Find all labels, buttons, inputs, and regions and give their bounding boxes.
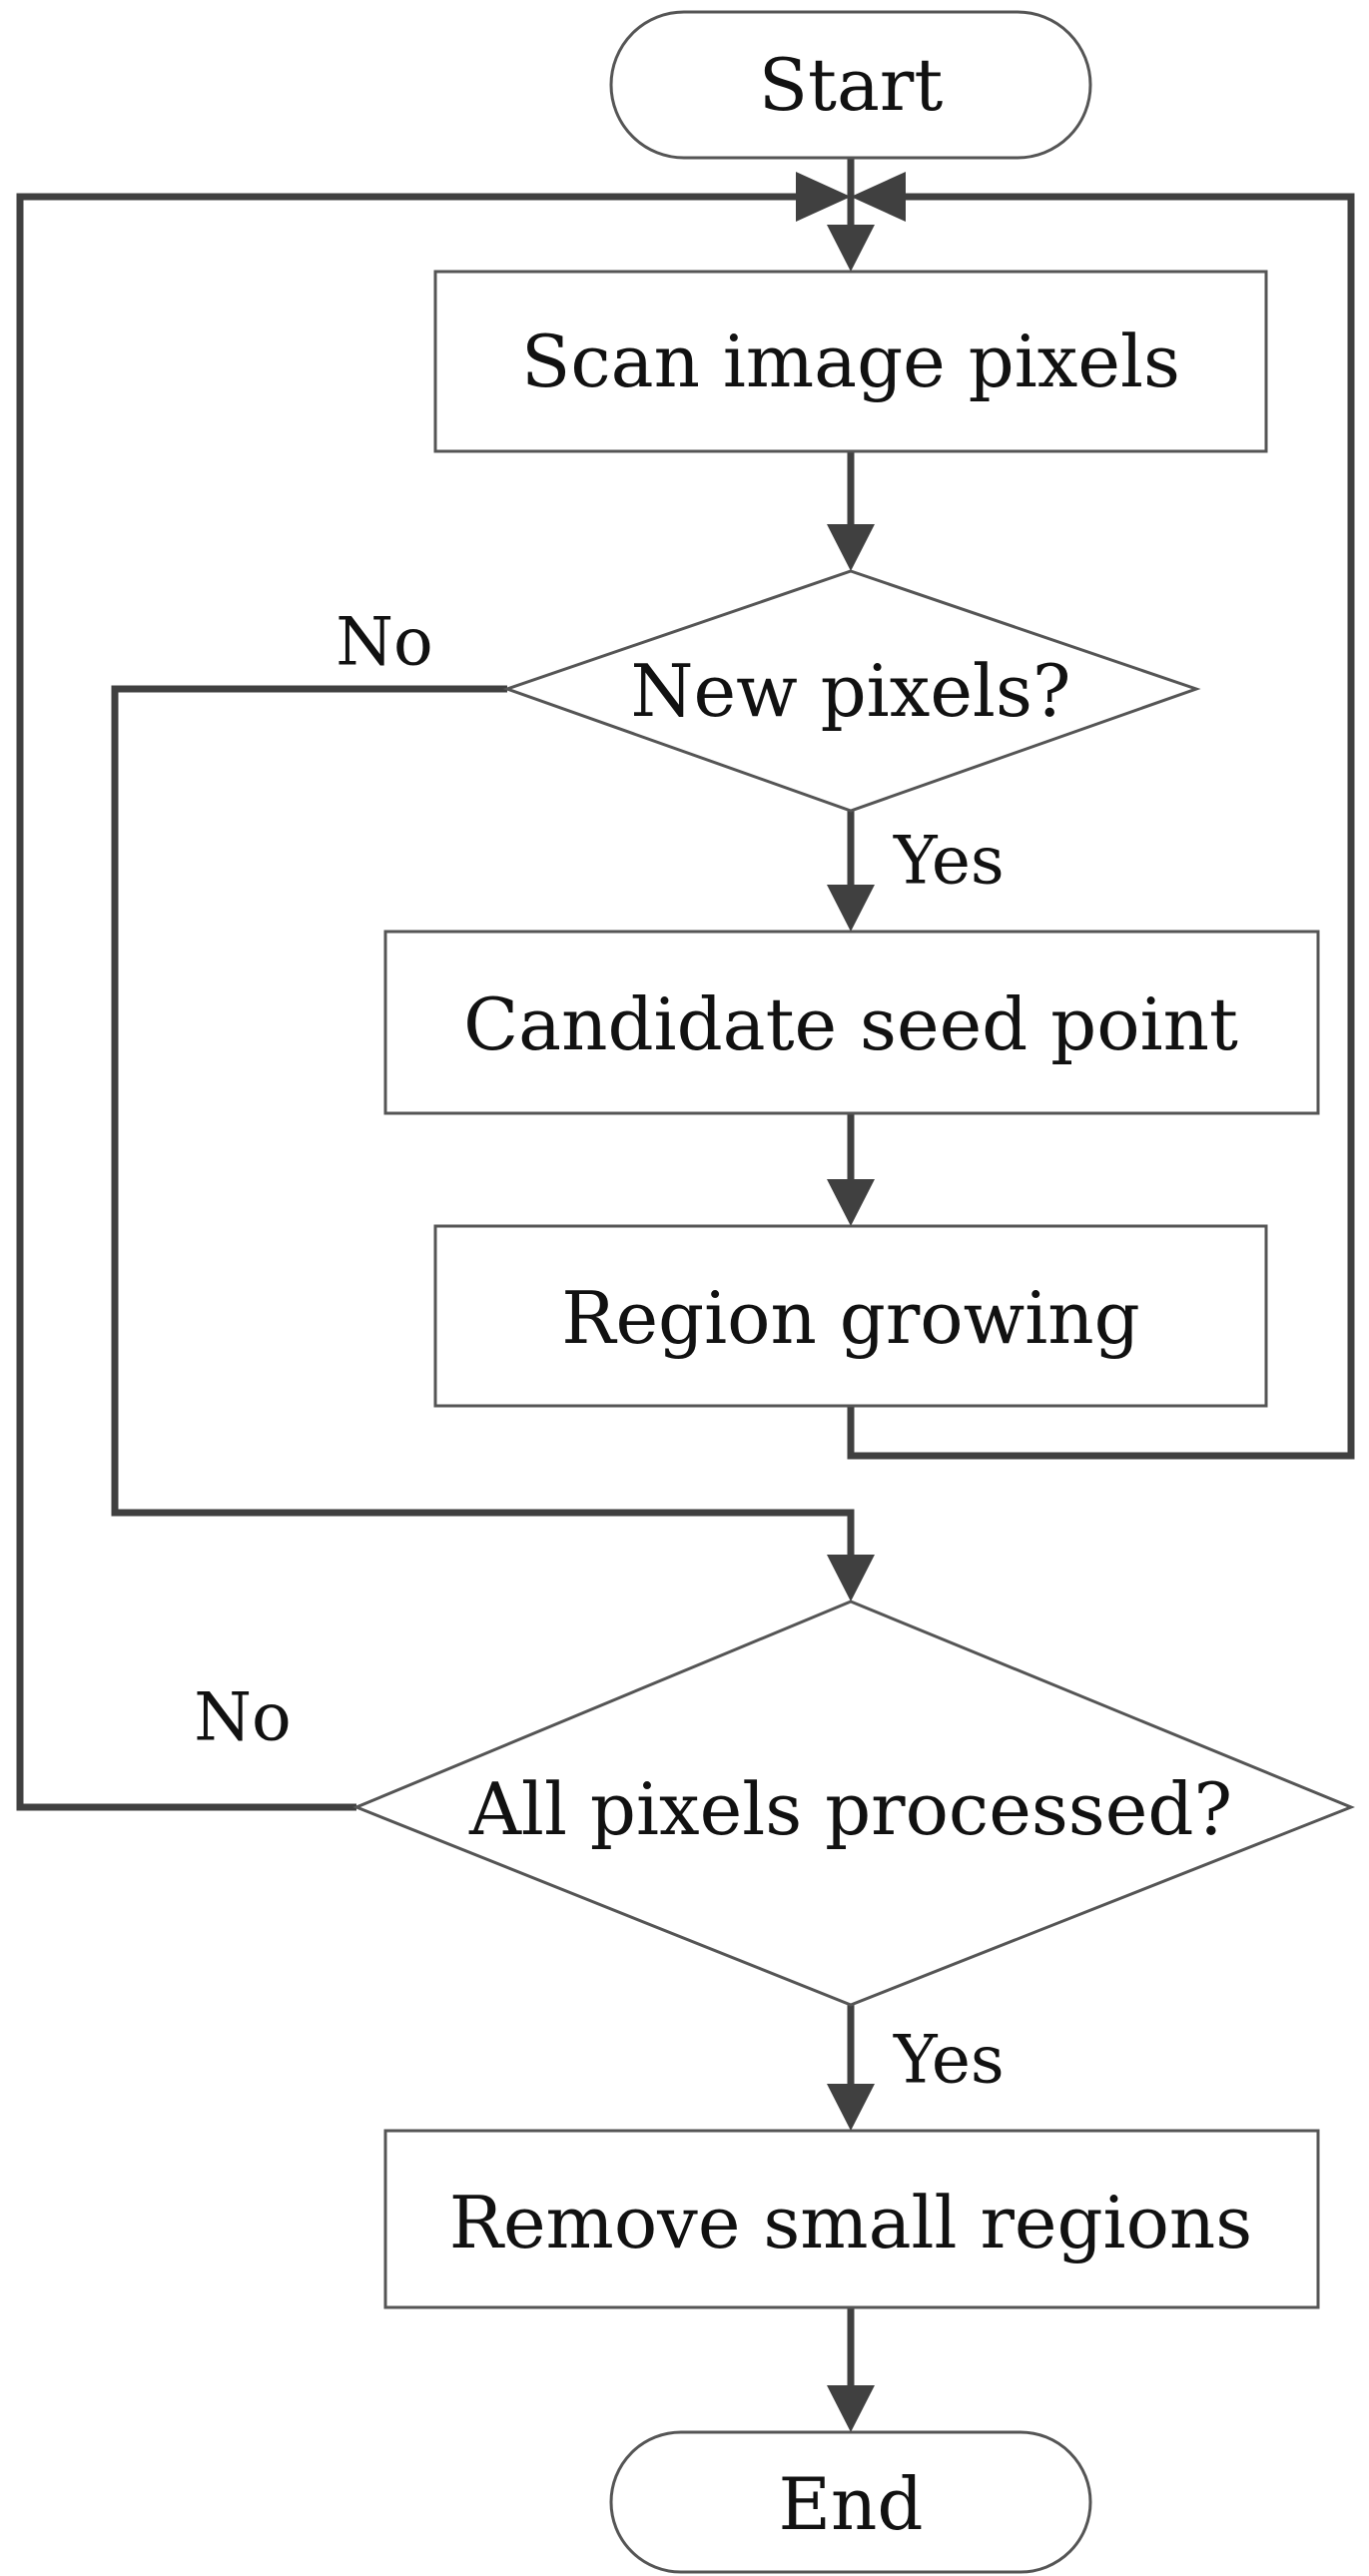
end-terminal xyxy=(609,2430,1092,2574)
arrowhead-into-scan xyxy=(827,225,875,272)
arrowhead-loop-left xyxy=(796,172,851,222)
edge-label-all-processed-yes: Yes xyxy=(893,2022,1005,2099)
node-region-growing: Region growing xyxy=(433,1224,1268,1408)
arrowhead-into-candidate xyxy=(827,885,875,932)
region-growing-label: Region growing xyxy=(561,1276,1140,1360)
region-growing-box xyxy=(433,1224,1268,1408)
node-remove-small-regions: Remove small regions xyxy=(383,2129,1320,2309)
arrowhead-into-end xyxy=(827,2385,875,2432)
candidate-process-box xyxy=(383,930,1320,1115)
node-all-pixels-processed-decision: All pixels processed? xyxy=(352,1600,1356,2007)
end-label: End xyxy=(778,2462,923,2546)
arrowhead-into-remove xyxy=(827,2084,875,2131)
arrowhead-into-all-processed xyxy=(827,1555,875,1602)
node-candidate-seed-point: Candidate seed point xyxy=(383,930,1320,1115)
connector-growing-loop-back xyxy=(847,193,1355,1460)
all-processed-label: All pixels processed? xyxy=(468,1767,1232,1851)
candidate-label: Candidate seed point xyxy=(463,982,1238,1066)
remove-small-label: Remove small regions xyxy=(449,2181,1253,2264)
arrowhead-into-new-pixels xyxy=(827,524,875,571)
connector-all-processed-no xyxy=(16,193,803,1811)
arrowhead-loop-right xyxy=(851,172,906,222)
arrowhead-into-region-growing xyxy=(827,1179,875,1226)
connector-new-pixels-no xyxy=(111,685,855,1562)
edge-label-all-processed-no: No xyxy=(194,1679,292,1756)
connectors xyxy=(16,158,1355,2432)
edge-label-new-pixels-yes: Yes xyxy=(893,823,1005,900)
edge-label-new-pixels-no: No xyxy=(336,604,433,681)
node-new-pixels-decision: New pixels? xyxy=(502,569,1201,813)
start-terminal xyxy=(609,10,1092,160)
scan-process-box xyxy=(433,270,1268,453)
new-pixels-label: New pixels? xyxy=(630,649,1070,733)
start-label: Start xyxy=(759,43,944,127)
all-processed-diamond xyxy=(352,1600,1356,2007)
remove-small-box xyxy=(383,2129,1320,2309)
node-end: End xyxy=(609,2430,1092,2574)
node-scan-image-pixels: Scan image pixels xyxy=(433,270,1268,453)
scan-label: Scan image pixels xyxy=(521,320,1180,403)
node-start: Start xyxy=(609,10,1092,160)
new-pixels-diamond xyxy=(502,569,1201,813)
